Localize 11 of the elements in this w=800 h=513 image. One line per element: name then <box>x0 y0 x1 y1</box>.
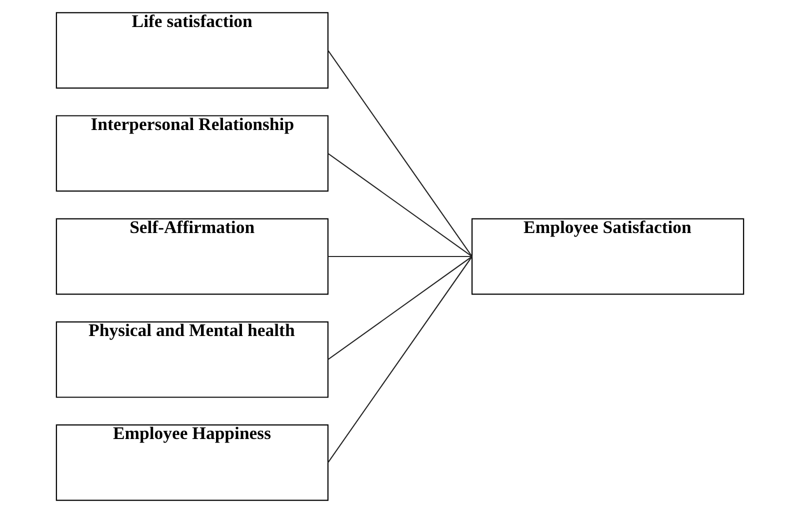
node-box: Physical and Mental health <box>56 321 329 398</box>
node-box: Employee Satisfaction <box>471 218 744 295</box>
connector <box>328 50 472 257</box>
node-box: Interpersonal Relationship <box>56 115 329 192</box>
connector <box>328 152 472 257</box>
connector <box>328 256 472 258</box>
node-box: Life satisfaction <box>56 12 329 89</box>
connector <box>328 256 472 463</box>
node-box: Employee Happiness <box>56 424 329 501</box>
node-box: Self-Affirmation <box>56 218 329 295</box>
connector <box>328 256 472 360</box>
